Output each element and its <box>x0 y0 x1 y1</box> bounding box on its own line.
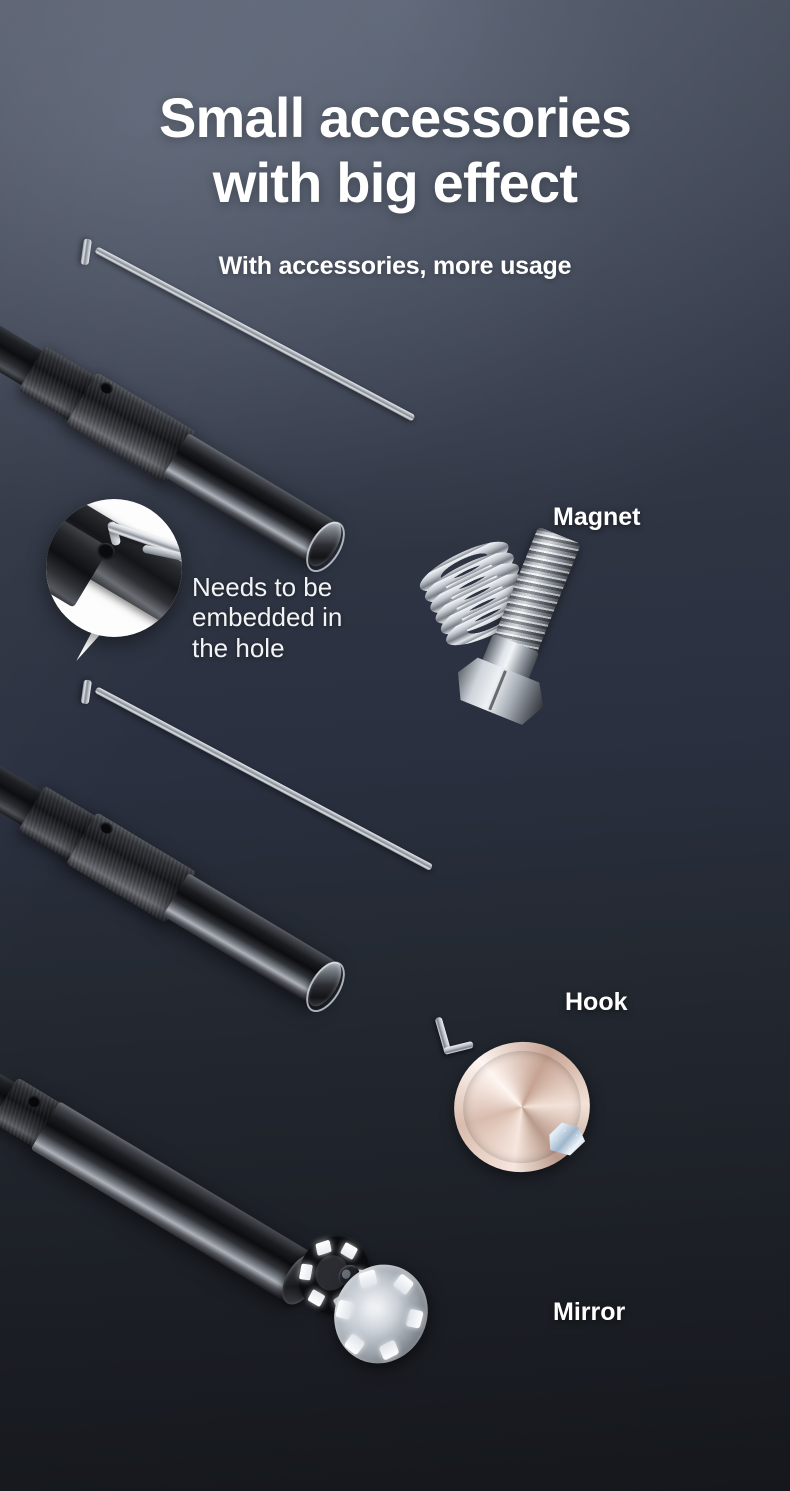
endoscope-probe-hook <box>0 719 371 1090</box>
magnifier-bubble-icon <box>46 499 182 661</box>
callout-line-2: embedded in <box>192 602 343 633</box>
accessory-label-mirror: Mirror <box>553 1298 626 1326</box>
accessory-label-magnet: Magnet <box>553 503 641 531</box>
title-line-1: Small accessories <box>158 86 632 149</box>
callout-line-1: Needs to be <box>192 572 333 602</box>
probe-tube <box>30 1101 317 1304</box>
hook-rod-bend <box>80 679 92 705</box>
callout-line-3: the hole <box>192 632 285 663</box>
callout-text: Needs to be embedded in the hole <box>192 572 402 663</box>
diamond-ring-icon <box>441 1029 603 1185</box>
magnet-accessory <box>414 526 618 742</box>
page-subtitle: With accessories, more usage <box>218 252 572 280</box>
accessory-label-hook: Hook <box>565 988 628 1016</box>
bubble-circle <box>46 499 182 637</box>
mirror-accessory <box>281 1223 481 1418</box>
title-line-2: with big effect <box>212 150 578 214</box>
page-title: Small accessories with big effect <box>0 86 790 216</box>
hook-accessory <box>432 1010 612 1190</box>
bolt-threads <box>492 526 582 658</box>
